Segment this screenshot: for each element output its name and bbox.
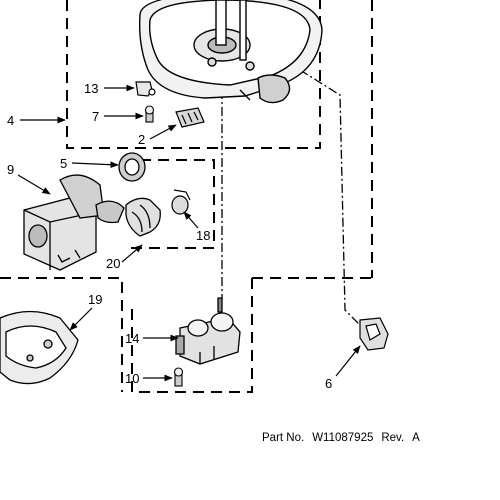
part-13-clip bbox=[135, 81, 156, 97]
part-9-pump-motor bbox=[23, 174, 125, 271]
leader-5 bbox=[71, 161, 119, 169]
callout-2: 2 bbox=[138, 132, 145, 147]
leader-9 bbox=[17, 174, 51, 195]
part-6-sensor bbox=[359, 317, 389, 351]
part-number-label: Part No. bbox=[262, 432, 305, 444]
sump-housing bbox=[138, 0, 323, 104]
part-number-footer: Part No. W11087925 Rev. A bbox=[262, 432, 428, 444]
callout-19: 19 bbox=[88, 292, 102, 307]
callout-4: 4 bbox=[7, 113, 14, 128]
part-2-connector bbox=[175, 107, 205, 128]
leader-lines bbox=[17, 84, 361, 382]
callout-labels: 13 7 4 2 5 9 18 20 19 14 10 6 bbox=[7, 81, 332, 391]
part-5-seal bbox=[118, 152, 146, 182]
part-14-diverter-valve bbox=[175, 297, 241, 365]
part-10-screw bbox=[173, 367, 184, 387]
callout-18: 18 bbox=[196, 228, 210, 243]
callout-5: 5 bbox=[60, 156, 67, 171]
leader-6 bbox=[335, 345, 361, 377]
revision-value: A bbox=[412, 432, 420, 444]
boundary-lower-right bbox=[131, 277, 372, 393]
callout-10: 10 bbox=[125, 371, 139, 386]
dashed-boundaries bbox=[0, 0, 373, 393]
part-19-base bbox=[0, 310, 79, 385]
part-18-gasket bbox=[171, 189, 191, 215]
boundary-left-lower bbox=[0, 277, 123, 392]
callout-9: 9 bbox=[7, 162, 14, 177]
elbow-hose bbox=[125, 197, 161, 237]
boundary-mid-box bbox=[126, 159, 215, 249]
callout-6: 6 bbox=[325, 376, 332, 391]
revision-label: Rev. bbox=[381, 432, 405, 444]
part-7-screw bbox=[144, 105, 155, 123]
callout-13: 13 bbox=[84, 81, 98, 96]
centerline-to-sensor bbox=[299, 69, 361, 326]
boundary-top-box bbox=[66, 0, 321, 149]
callout-7: 7 bbox=[92, 109, 99, 124]
callout-20: 20 bbox=[106, 256, 120, 271]
leader-19 bbox=[69, 307, 93, 331]
part-number-value: W11087925 bbox=[312, 432, 374, 444]
leader-18 bbox=[183, 211, 199, 229]
leader-20 bbox=[121, 244, 143, 263]
callout-14: 14 bbox=[125, 331, 139, 346]
leader-2 bbox=[149, 124, 177, 140]
